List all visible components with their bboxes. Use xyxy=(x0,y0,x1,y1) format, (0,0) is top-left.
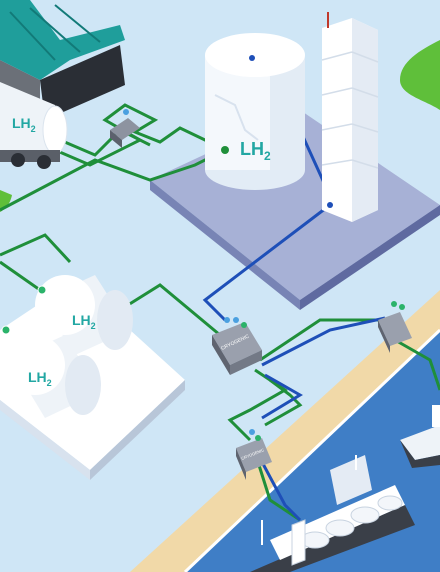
main-lh2-storage-tank: LH2 xyxy=(205,33,305,190)
beach-edge xyxy=(183,328,440,572)
beach-sand xyxy=(130,290,440,572)
main-tank-label: LH2 xyxy=(240,139,271,163)
cryogenic-pump-bottom: CRYOGENIC xyxy=(236,438,272,480)
truck-label: LH2 xyxy=(12,115,36,134)
pump-unit-truck xyxy=(110,118,140,148)
liquefaction-tower xyxy=(321,12,379,222)
capsule-tank-bottom: LH2 xyxy=(5,335,101,418)
capsule-tank-top: LH2 xyxy=(35,275,133,355)
tanker-truck: LH2 xyxy=(0,82,68,169)
lh2-carrier-ship xyxy=(250,455,415,572)
cryogenic-pump-center: CRYOGENIC xyxy=(212,322,262,375)
sphere-bottom-label: LH2 xyxy=(28,369,52,388)
grass-patch-left xyxy=(0,190,12,212)
sphere-top-label: LH2 xyxy=(72,312,96,331)
cryogenic-pump-right xyxy=(378,312,412,353)
valve-markers xyxy=(1,55,405,441)
grass-patch-right xyxy=(400,40,440,110)
small-boat xyxy=(400,405,440,468)
